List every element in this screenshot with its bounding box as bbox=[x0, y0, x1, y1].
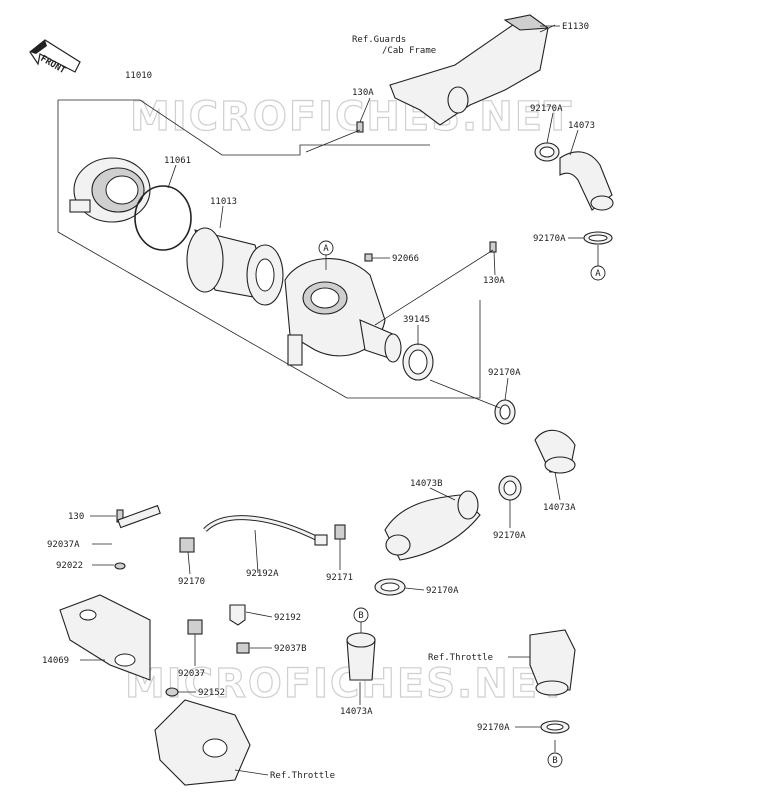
label-92170a-5: 92170A bbox=[426, 586, 459, 596]
label-11010: 11010 bbox=[125, 71, 152, 81]
clamp-92037b bbox=[236, 642, 250, 654]
ref-guards-label: Ref.Guards bbox=[352, 35, 406, 45]
marker-b-right bbox=[547, 752, 563, 768]
label-92170a-4: 92170A bbox=[493, 531, 526, 541]
air-cleaner-housing bbox=[284, 258, 402, 366]
label-92037: 92037 bbox=[178, 669, 205, 679]
clamp-92037 bbox=[187, 619, 203, 635]
label-14073b: 14073B bbox=[410, 479, 443, 489]
label-14069: 14069 bbox=[42, 656, 69, 666]
label-92192: 92192 bbox=[274, 613, 301, 623]
seal-39145 bbox=[402, 343, 434, 381]
label-92066: 92066 bbox=[392, 254, 419, 264]
duct-14073b bbox=[384, 490, 481, 561]
label-92170: 92170 bbox=[178, 577, 205, 587]
ref-throttle-right-label: Ref.Throttle bbox=[428, 653, 493, 663]
throttle-body-right bbox=[529, 629, 576, 696]
label-92192a: 92192A bbox=[246, 569, 279, 579]
front-direction-arrow: FRONT bbox=[29, 39, 81, 76]
label-92152: 92152 bbox=[198, 688, 225, 698]
bolt-130a-right bbox=[489, 241, 497, 253]
watermark-bottom: MICROFICHES.NET bbox=[125, 661, 568, 707]
marker-b-hose bbox=[353, 607, 369, 623]
throttle-body-bottom bbox=[154, 699, 251, 786]
label-92170a-1: 92170A bbox=[530, 104, 563, 114]
air-cleaner-cover bbox=[69, 157, 151, 223]
label-92037b: 92037B bbox=[274, 644, 307, 654]
hose-14073a-lower bbox=[346, 632, 376, 681]
marker-a-housing bbox=[318, 240, 334, 256]
label-92170a-2: 92170A bbox=[533, 234, 566, 244]
clamp-92170a-2 bbox=[583, 231, 613, 245]
leader-lines bbox=[80, 25, 599, 776]
marker-a-right-label: A bbox=[595, 269, 601, 279]
label-14073a-2: 14073A bbox=[340, 707, 373, 717]
clamp-92170a-5 bbox=[374, 578, 406, 596]
hose-14073a-upper bbox=[534, 429, 576, 474]
ref-cab-frame-label: /Cab Frame bbox=[382, 46, 436, 56]
clamp-92170a-4 bbox=[498, 475, 522, 501]
washer-92022 bbox=[114, 562, 126, 570]
clip-92171 bbox=[334, 524, 346, 540]
label-92170a-3: 92170A bbox=[488, 368, 521, 378]
hose-92192 bbox=[229, 604, 246, 626]
washer-92152 bbox=[165, 687, 179, 697]
label-39145: 39145 bbox=[403, 315, 430, 325]
label-92037a: 92037A bbox=[47, 540, 80, 550]
hose-end-fitting bbox=[314, 534, 328, 546]
marker-a-housing-label: A bbox=[323, 244, 329, 254]
label-11013: 11013 bbox=[210, 197, 237, 207]
guards-frame-bracket bbox=[389, 14, 556, 126]
marker-a-right bbox=[590, 265, 606, 281]
clamp-92170 bbox=[179, 537, 195, 553]
label-14073: 14073 bbox=[568, 121, 595, 131]
label-130a-right: 130A bbox=[483, 276, 505, 286]
bracket-14069 bbox=[59, 594, 151, 681]
label-130a-top: 130A bbox=[352, 88, 374, 98]
label-92170a-6: 92170A bbox=[477, 723, 510, 733]
label-e1130: E1130 bbox=[562, 22, 589, 32]
o-ring-11061 bbox=[134, 185, 192, 251]
strap-92037a bbox=[117, 504, 161, 529]
clamp-92170a-1 bbox=[534, 142, 560, 162]
marker-b-hose-label: B bbox=[358, 611, 363, 621]
nut-92066 bbox=[364, 253, 373, 262]
label-92171: 92171 bbox=[326, 573, 353, 583]
clamp-92170a-6 bbox=[540, 720, 570, 734]
watermark-top: MICROFICHES.NET bbox=[130, 94, 573, 140]
air-filter-11013 bbox=[186, 227, 284, 306]
label-14073a-1: 14073A bbox=[543, 503, 576, 513]
hose-14073 bbox=[559, 151, 614, 211]
label-11061: 11061 bbox=[164, 156, 191, 166]
marker-b-right-label: B bbox=[552, 756, 557, 766]
label-130: 130 bbox=[68, 512, 84, 522]
ref-throttle-bottom-label: Ref.Throttle bbox=[270, 771, 335, 781]
clamp-92170a-3 bbox=[494, 399, 516, 425]
label-92022: 92022 bbox=[56, 561, 83, 571]
